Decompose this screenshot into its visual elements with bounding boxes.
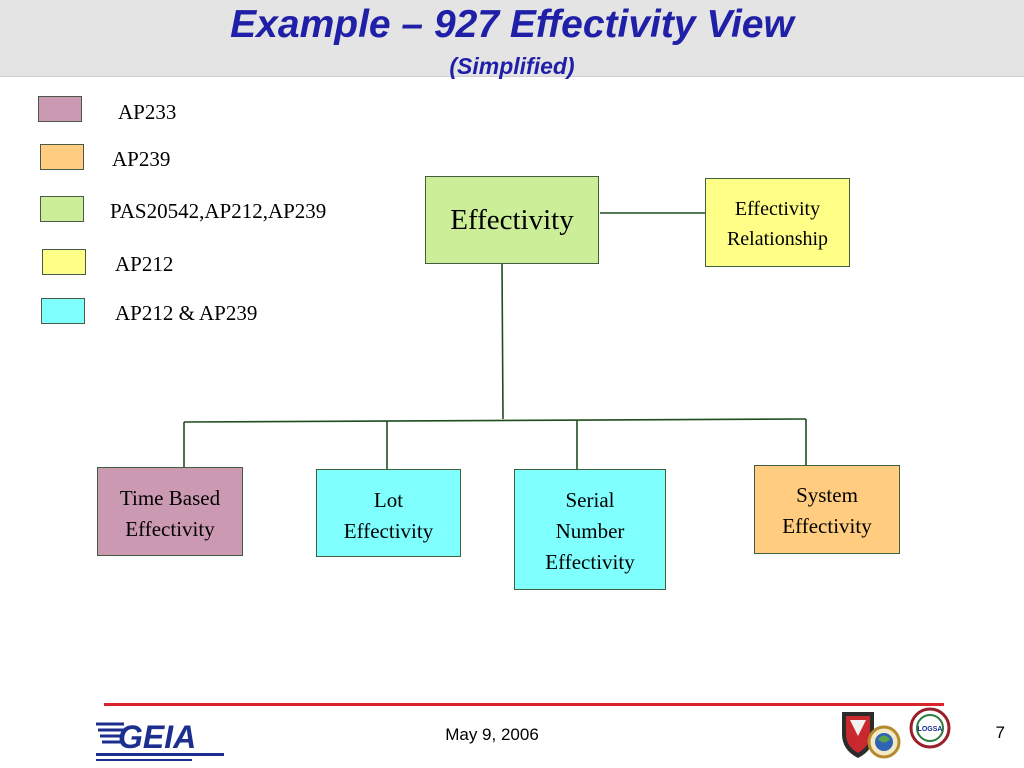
legend-swatch-ap212-ap239 bbox=[41, 298, 85, 324]
legend-swatch-ap239 bbox=[40, 144, 84, 170]
node-system-effectivity: System Effectivity bbox=[754, 465, 900, 554]
geia-logo-wordmark: GEIA bbox=[118, 719, 196, 755]
node-lot-line1: Lot bbox=[373, 488, 404, 512]
legend-label-ap212-ap239: AP212 & AP239 bbox=[115, 301, 258, 325]
node-effectivity-relationship-line2: Relationship bbox=[726, 228, 829, 250]
node-effectivity-relationship-line1: Effectivity bbox=[734, 198, 821, 220]
globe-seal-icon bbox=[867, 725, 901, 759]
title-band bbox=[0, 0, 1024, 77]
legend-label-ap212: AP212 bbox=[115, 252, 174, 276]
node-lot-text: Lot Effectivity bbox=[344, 485, 433, 547]
legend-label-ap233: AP233 bbox=[118, 100, 177, 124]
legend-label-pas20542: PAS20542,AP212,AP239 bbox=[110, 199, 327, 223]
node-lot-effectivity: Lot Effectivity bbox=[316, 469, 461, 557]
node-serial-number-effectivity: Serial Number Effectivity bbox=[514, 469, 666, 590]
node-serial-number-line2: Number bbox=[555, 519, 625, 543]
legend-label-ap239: AP239 bbox=[112, 147, 171, 171]
node-time-based-line1: Time Based bbox=[119, 486, 221, 510]
slide-title: Example – 927 Effectivity View bbox=[230, 3, 794, 46]
legend-swatch-ap212 bbox=[42, 249, 86, 275]
node-effectivity-relationship-text: Effectivity Relationship bbox=[727, 194, 828, 254]
node-serial-number-text: Serial Number Effectivity bbox=[545, 485, 634, 578]
node-effectivity-label: Effectivity bbox=[450, 203, 574, 236]
node-system-line1: System bbox=[796, 483, 858, 507]
logsa-seal-icon: LOGSA bbox=[909, 707, 951, 749]
connector-effectivity-trunk bbox=[501, 263, 504, 420]
army-seal-icon bbox=[842, 712, 874, 758]
logsa-seal-label: LOGSA bbox=[918, 726, 943, 733]
page-number: 7 bbox=[995, 723, 1005, 742]
node-time-based-text: Time Based Effectivity bbox=[120, 483, 220, 545]
footer-rule bbox=[104, 703, 944, 706]
node-time-based-line2: Effectivity bbox=[125, 517, 215, 541]
slide-subtitle: (Simplified) bbox=[449, 53, 575, 79]
connector-bus bbox=[183, 418, 807, 423]
geia-logo-speed-lines bbox=[96, 722, 124, 744]
node-system-line2: Effectivity bbox=[782, 514, 872, 538]
node-serial-number-line1: Serial bbox=[565, 488, 615, 512]
node-system-text: System Effectivity bbox=[782, 480, 871, 542]
partner-seals: LOGSA bbox=[842, 707, 951, 759]
geia-logo-tagline-bar bbox=[96, 753, 224, 756]
node-time-based-effectivity: Time Based Effectivity bbox=[97, 467, 243, 556]
geia-logo-subtitle-bar bbox=[96, 759, 192, 761]
footer-date: May 9, 2006 bbox=[445, 725, 539, 744]
node-effectivity: Effectivity bbox=[425, 176, 599, 264]
node-serial-number-line3: Effectivity bbox=[545, 550, 635, 574]
node-effectivity-relationship: Effectivity Relationship bbox=[705, 178, 850, 267]
node-lot-line2: Effectivity bbox=[343, 519, 434, 543]
legend-swatch-ap233 bbox=[38, 96, 82, 122]
legend-swatch-pas20542 bbox=[40, 196, 84, 222]
geia-logo: GEIA bbox=[96, 719, 224, 761]
